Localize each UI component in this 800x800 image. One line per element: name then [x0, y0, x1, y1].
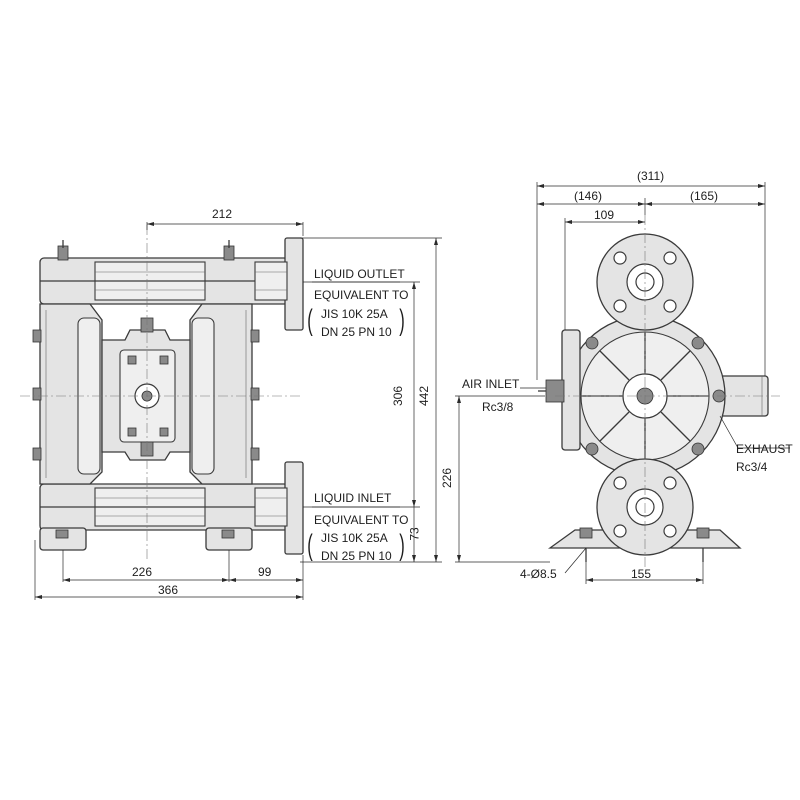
outlet-equivalent-label: EQUIVALENT TO [314, 288, 409, 302]
outlet-dn-label: DN 25 PN 10 [321, 325, 392, 339]
side-view [538, 215, 780, 570]
inlet-equivalent-label: EQUIVALENT TO [314, 513, 409, 527]
dim-212: 212 [212, 207, 233, 221]
inlet-dn-label: DN 25 PN 10 [321, 549, 392, 563]
dim-226-vertical: 226 [440, 467, 455, 489]
exhaust-label: EXHAUST [736, 442, 793, 456]
dim-holes: 4-Ø8.5 [520, 567, 557, 581]
inlet-paren-right: ) [399, 529, 405, 562]
front-view [20, 225, 304, 560]
dim-155: 155 [631, 567, 652, 581]
air-inlet-size-label: Rc3/8 [482, 400, 514, 414]
dim-306: 306 [391, 385, 406, 407]
air-inlet-label: AIR INLET [462, 377, 520, 391]
dim-165: (165) [690, 189, 719, 203]
dim-146: (146) [574, 189, 603, 203]
dim-366: 366 [158, 583, 179, 597]
outlet-jis-label: JIS 10K 25A [321, 307, 388, 321]
dim-442: 442 [417, 385, 432, 407]
liquid-outlet-label: LIQUID OUTLET [314, 267, 405, 281]
outlet-paren-right: ) [399, 304, 405, 337]
exhaust-size-label: Rc3/4 [736, 460, 768, 474]
side-dimensions [455, 182, 790, 584]
inlet-jis-label: JIS 10K 25A [321, 531, 388, 545]
dim-109: 109 [594, 208, 615, 222]
dim-311: (311) [637, 169, 665, 183]
inlet-paren-left: ( [307, 529, 313, 562]
dim-73: 73 [407, 527, 422, 541]
front-dimensions [34, 222, 442, 600]
liquid-inlet-label: LIQUID INLET [314, 491, 392, 505]
dim-99: 99 [258, 565, 272, 579]
outlet-paren-left: ( [307, 304, 313, 337]
dim-226-horizontal: 226 [132, 565, 153, 579]
